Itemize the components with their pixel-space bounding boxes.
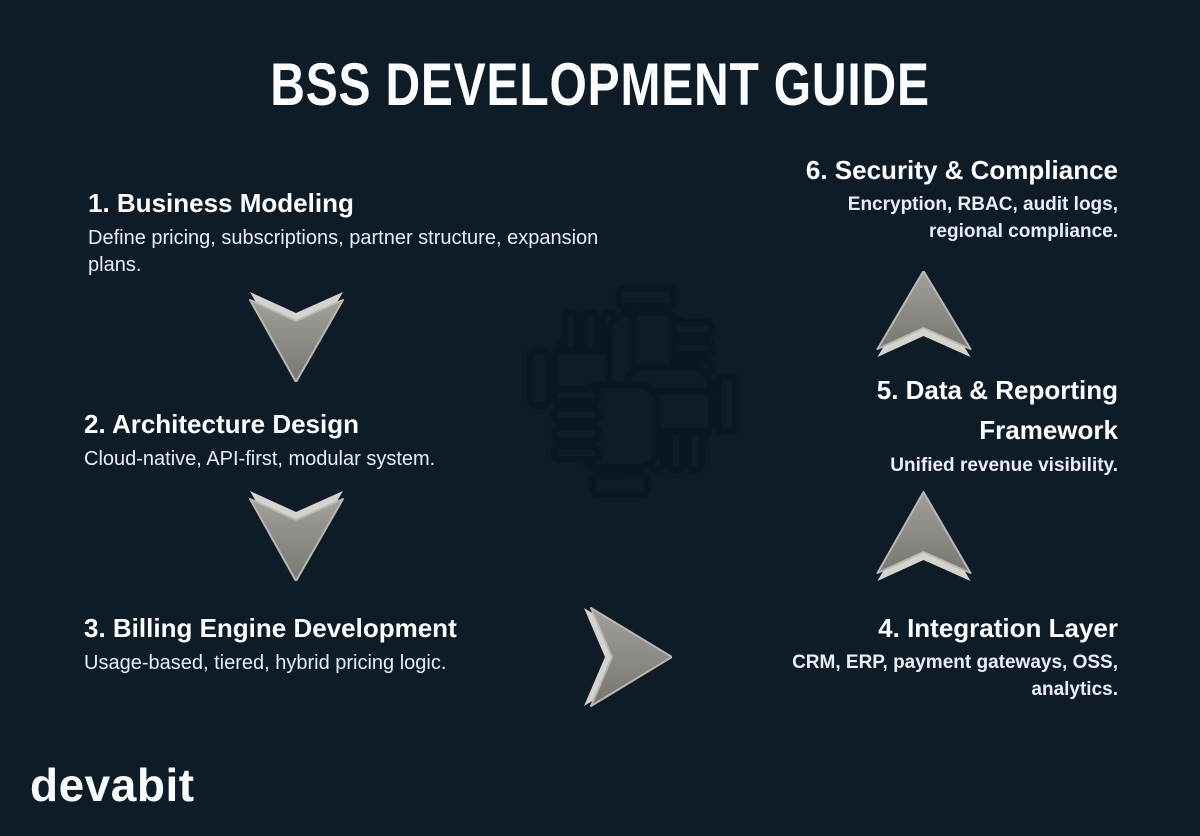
- step-3-title: 3. Billing Engine Development: [84, 613, 457, 643]
- step-3-description: Usage-based, tiered, hybrid pricing logi…: [84, 652, 447, 675]
- step-1-title: 1. Business Modeling: [88, 188, 354, 218]
- step-integration-layer: 4. Integration Layer CRM, ERP, payment g…: [718, 608, 1118, 704]
- step-4-title: 4. Integration Layer: [878, 613, 1118, 643]
- step-security-compliance: 6. Security & Compliance Encryption, RBA…: [778, 150, 1118, 246]
- step-2-title: 2. Architecture Design: [84, 409, 360, 439]
- arrow-right-icon: [584, 607, 672, 707]
- brand-logo: devabit: [30, 759, 195, 811]
- step-architecture-design: 2. Architecture Design Cloud-native, API…: [84, 404, 554, 473]
- step-billing-engine: 3. Billing Engine Development Usage-base…: [84, 608, 594, 677]
- page-title: BSS DEVELOPMENT GUIDE: [270, 51, 930, 118]
- arrow-down-icon: [249, 292, 344, 382]
- step-4-description: CRM, ERP, payment gateways, OSS, analyti…: [792, 652, 1118, 701]
- step-2-description: Cloud-native, API-first, modular system.: [84, 448, 436, 471]
- step-1-description: Define pricing, subscriptions, partner s…: [88, 227, 599, 276]
- step-6-title: 6. Security & Compliance: [805, 155, 1118, 185]
- teamwork-hands-icon: [526, 284, 740, 498]
- arrow-up-icon: [876, 491, 972, 581]
- step-data-reporting: 5. Data & Reporting Framework Unified re…: [808, 370, 1118, 480]
- step-5-description: Unified revenue visibility.: [890, 454, 1118, 476]
- arrow-down-icon: [249, 491, 344, 581]
- step-business-modeling: 1. Business Modeling Define pricing, sub…: [88, 183, 608, 278]
- arrow-up-icon: [876, 271, 972, 357]
- step-5-title: 5. Data & Reporting Framework: [876, 375, 1118, 446]
- step-6-description: Encryption, RBAC, audit logs, regional c…: [847, 194, 1118, 243]
